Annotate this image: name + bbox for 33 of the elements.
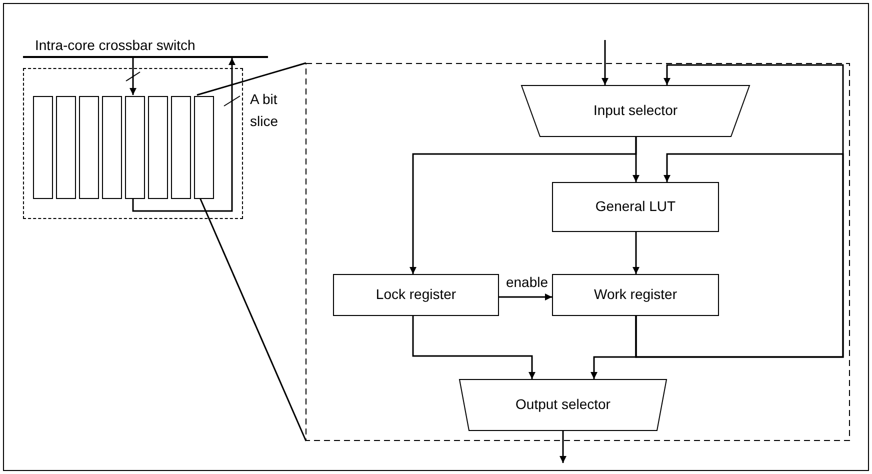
zoom-line xyxy=(199,198,307,442)
bit-slice-bar xyxy=(79,96,99,199)
block-label: General LUT xyxy=(594,197,677,216)
block xyxy=(552,182,719,232)
block-label: Output selector xyxy=(514,395,612,414)
bit-slice-bar xyxy=(125,96,145,199)
bit-slice-bar xyxy=(194,96,214,199)
block xyxy=(552,274,719,316)
input-mux-block xyxy=(521,85,750,137)
bit-slice-bar xyxy=(56,96,76,199)
block-label: Lock register xyxy=(374,285,458,304)
arrow xyxy=(132,58,240,212)
bit-slice-bar xyxy=(148,96,168,199)
arrow xyxy=(632,232,640,274)
block-label: Work register xyxy=(593,285,678,304)
bit-slice-bar xyxy=(102,96,122,199)
block-label: Input selector xyxy=(592,101,679,120)
arrow xyxy=(499,294,552,300)
bit-slice-bar xyxy=(171,96,191,199)
bit-slice-bar xyxy=(33,96,53,199)
bus-label: Intra-core crossbar switch xyxy=(35,37,196,53)
arrow xyxy=(410,137,637,274)
arrow xyxy=(635,64,844,358)
zoom-line xyxy=(196,62,306,96)
block xyxy=(333,274,499,316)
panel-heading: A bit slice xyxy=(250,90,280,131)
output-mux-block xyxy=(459,379,667,431)
arrow xyxy=(602,40,608,85)
core-dashed-frame xyxy=(23,68,243,219)
arrow xyxy=(560,431,566,463)
arrow xyxy=(126,58,140,95)
arrow xyxy=(412,316,536,379)
edge-label: enable xyxy=(504,274,550,290)
